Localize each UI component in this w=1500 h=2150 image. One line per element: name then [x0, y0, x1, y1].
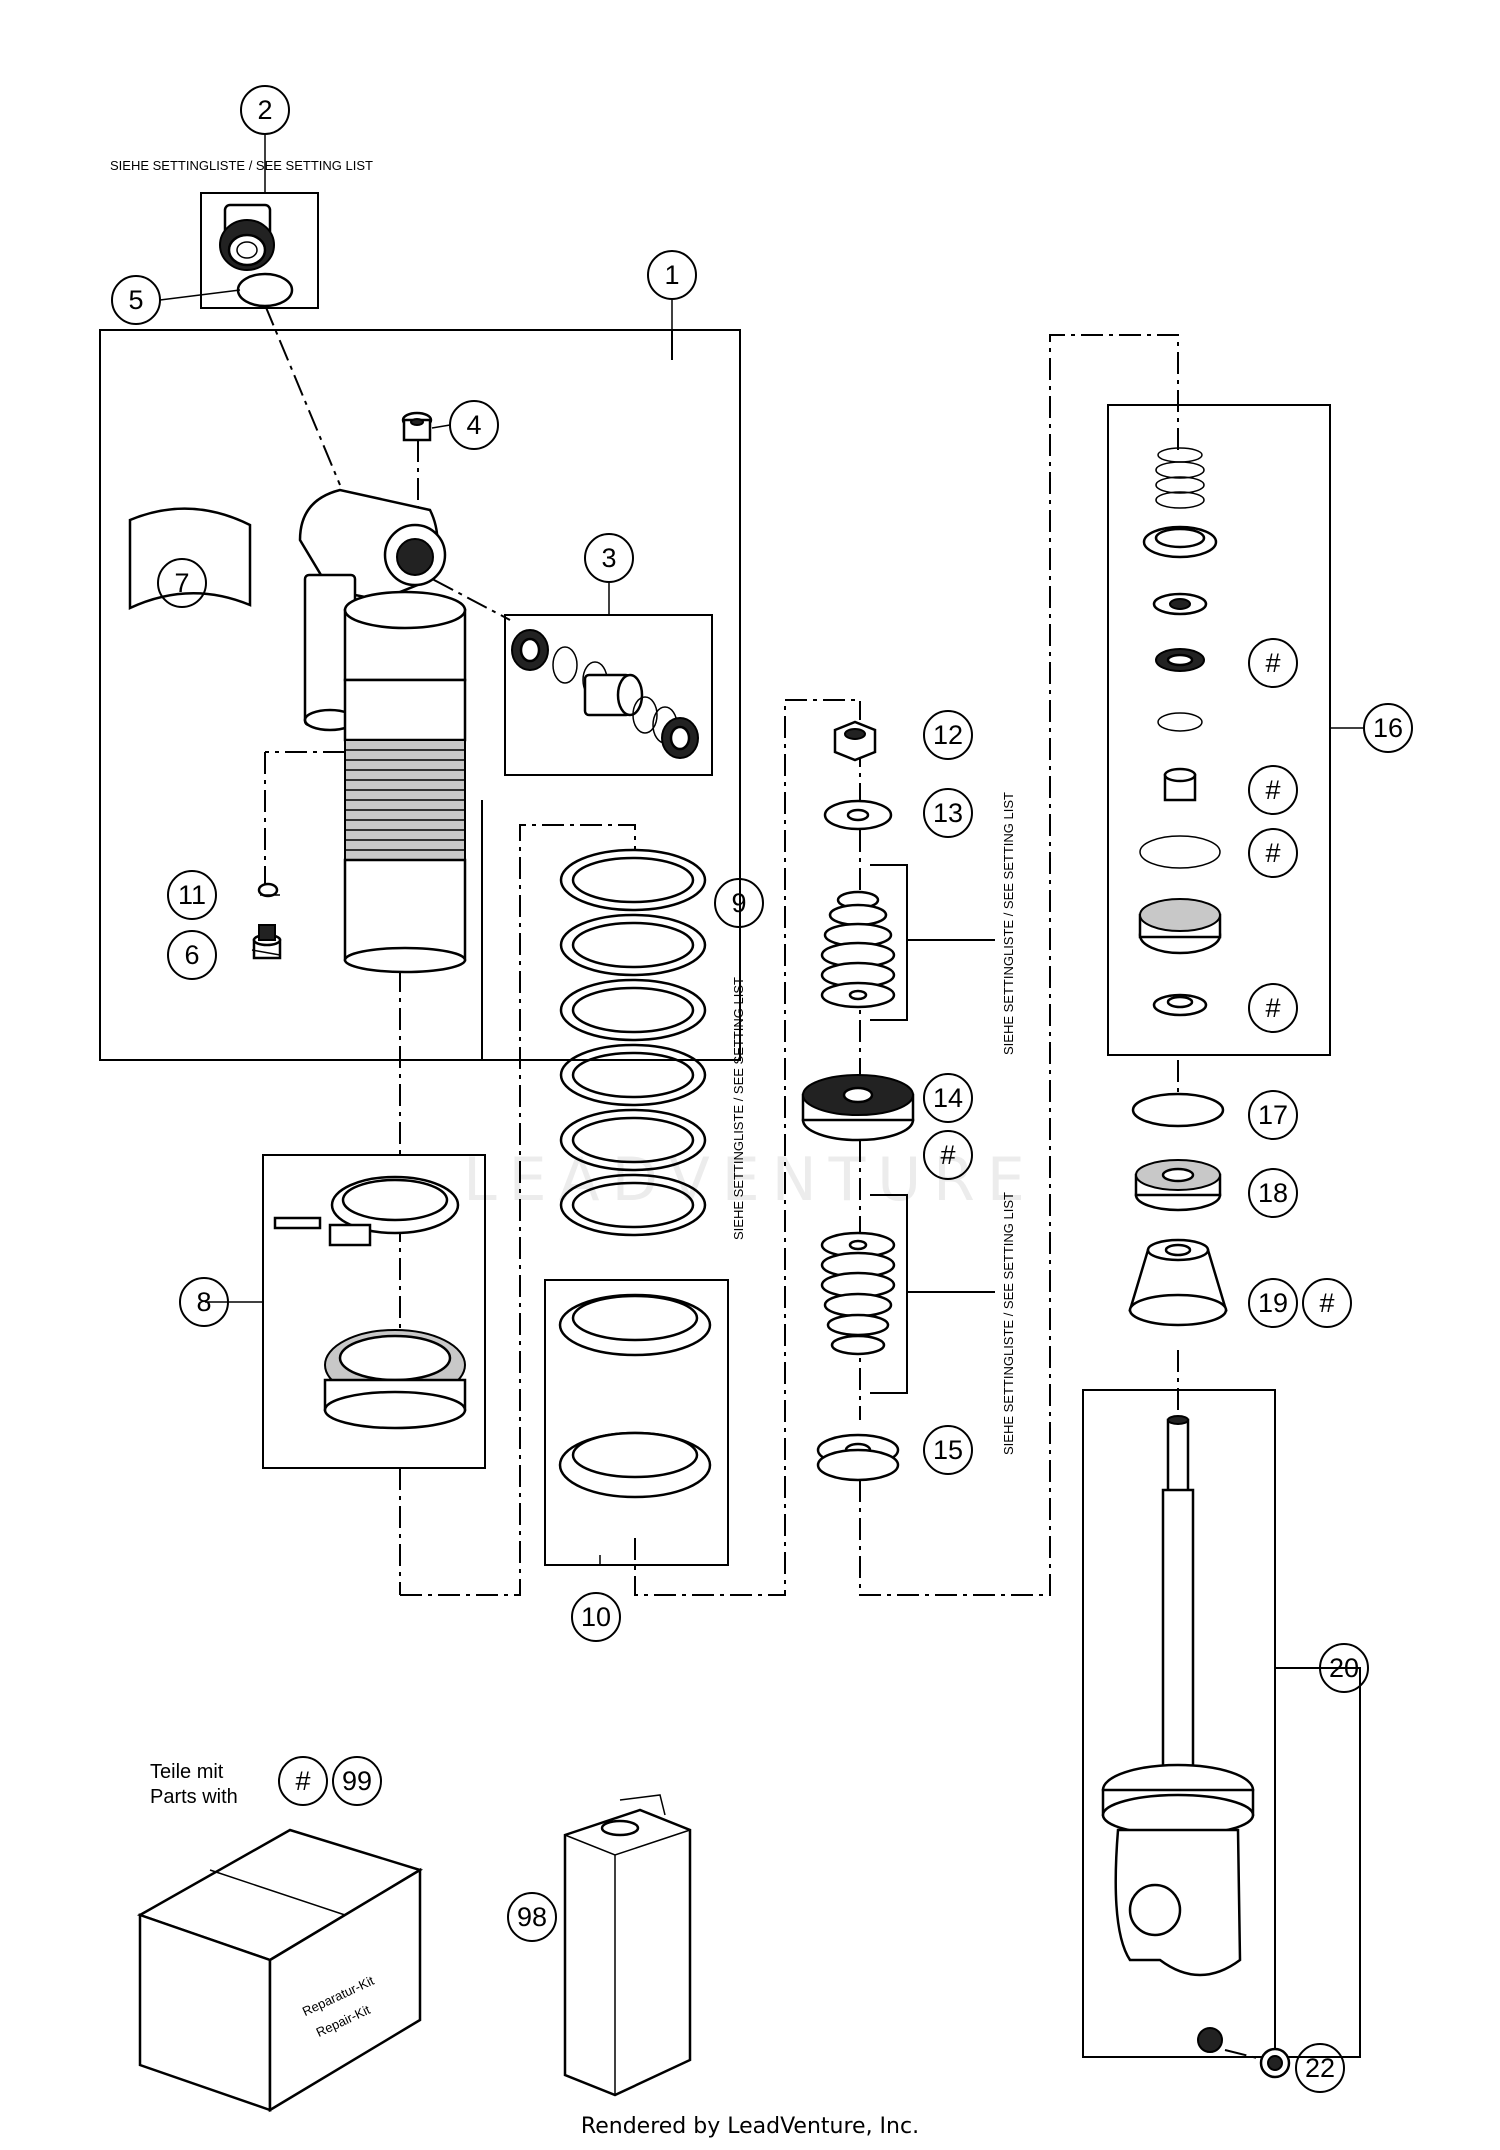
callout-12: 12 — [923, 710, 973, 760]
svg-text:#: # — [1265, 648, 1280, 678]
svg-text:1: 1 — [664, 260, 679, 290]
svg-text:8: 8 — [196, 1287, 211, 1317]
group-box-16 — [1107, 404, 1331, 1056]
part-5-o-ring — [236, 272, 294, 308]
callout-2: 2 — [240, 85, 290, 135]
part-7-sleeve — [128, 507, 252, 610]
part-4-bleed-screw — [401, 411, 433, 442]
svg-text:13: 13 — [933, 798, 963, 828]
svg-text:2: 2 — [257, 95, 272, 125]
part-15-washer — [816, 1433, 900, 1482]
callout-20: 20 — [1319, 1643, 1369, 1693]
svg-text:16: 16 — [1373, 713, 1403, 743]
callout-16-hash-b: # — [1248, 765, 1298, 815]
svg-text:98: 98 — [517, 1902, 547, 1932]
setting-note-shims-upper: SIEHE SETTINGLISTE / SEE SETTING LIST — [1001, 792, 1016, 1055]
svg-text:12: 12 — [933, 720, 963, 750]
callout-16-hash-c: # — [1248, 828, 1298, 878]
callout-kit-hash: # — [278, 1756, 328, 1806]
group-box-10 — [544, 1279, 729, 1566]
part-14-piston — [801, 1074, 915, 1142]
svg-text:18: 18 — [1258, 1178, 1288, 1208]
part-20-piston-rod — [1101, 1415, 1255, 1977]
callout-10: 10 — [571, 1592, 621, 1642]
part-11-washer — [257, 882, 279, 898]
setting-note-spring: SIEHE SETTINGLISTE / SEE SETTING LIST — [731, 977, 746, 1240]
svg-text:20: 20 — [1329, 1653, 1359, 1683]
callout-4: 4 — [449, 400, 499, 450]
callout-99: 99 — [332, 1756, 382, 1806]
part-1-shock-body — [298, 488, 467, 974]
part-22-bushing — [1197, 2027, 1291, 2079]
callout-16-hash-d: # — [1248, 983, 1298, 1033]
shim-stack-lower — [820, 1231, 896, 1356]
callout-3: 3 — [584, 533, 634, 583]
svg-text:#: # — [1265, 775, 1280, 805]
svg-text:15: 15 — [933, 1435, 963, 1465]
callout-17: 17 — [1248, 1090, 1298, 1140]
svg-text:3: 3 — [601, 543, 616, 573]
svg-text:99: 99 — [342, 1766, 372, 1796]
footer-credit: Rendered by LeadVenture, Inc. — [581, 2114, 919, 2139]
svg-text:#: # — [295, 1766, 310, 1796]
part-19-bump-stop — [1128, 1238, 1228, 1327]
callout-22: 22 — [1295, 2043, 1345, 2093]
part-17-circlip — [1131, 1092, 1225, 1128]
callout-7: 7 — [157, 558, 207, 608]
callout-16-hash-a: # — [1248, 638, 1298, 688]
part-16-valve-parts — [1138, 447, 1222, 1017]
part-2-adjuster — [219, 203, 275, 271]
part-3-bearing-set — [511, 629, 699, 759]
part-8-preload-ring — [273, 1175, 467, 1430]
callout-5: 5 — [111, 275, 161, 325]
svg-text:#: # — [1319, 1288, 1334, 1318]
part-18-seal-head — [1134, 1159, 1222, 1212]
svg-text:7: 7 — [174, 568, 189, 598]
svg-text:9: 9 — [731, 888, 746, 918]
callout-19: 19 — [1248, 1278, 1298, 1328]
shim-stack-upper — [820, 890, 896, 1009]
repair-kit-box: Reparatur-Kit Repair-Kit — [136, 1828, 424, 2113]
setting-note-shims-lower: SIEHE SETTINGLISTE / SEE SETTING LIST — [1001, 1192, 1016, 1455]
group-box-8 — [262, 1154, 486, 1469]
svg-text:22: 22 — [1305, 2053, 1335, 2083]
watermark: LEADVENTURE — [463, 1145, 1037, 1215]
group-box-2 — [200, 192, 319, 309]
callout-13: 13 — [923, 788, 973, 838]
svg-text:6: 6 — [184, 940, 199, 970]
callout-98: 98 — [507, 1892, 557, 1942]
setting-note-top: SIEHE SETTINGLISTE / SEE SETTING LIST — [110, 158, 373, 173]
part-12-nut — [833, 720, 877, 762]
svg-text:#: # — [1265, 993, 1280, 1023]
svg-text:5: 5 — [128, 285, 143, 315]
part-13-washer — [823, 799, 893, 831]
part-98-oil-can — [563, 1794, 692, 2097]
svg-text:4: 4 — [466, 410, 481, 440]
svg-text:19: 19 — [1258, 1288, 1288, 1318]
svg-text:11: 11 — [178, 880, 206, 910]
callout-15: 15 — [923, 1425, 973, 1475]
callout-6: 6 — [167, 930, 217, 980]
callout-leaders — [159, 135, 1365, 1669]
callout-19-hash: # — [1302, 1278, 1352, 1328]
svg-text:#: # — [1265, 838, 1280, 868]
part-9-spring — [559, 848, 707, 1237]
callout-8: 8 — [179, 1277, 229, 1327]
part-10-spring-retainers — [558, 1293, 712, 1499]
svg-text:17: 17 — [1258, 1100, 1288, 1130]
svg-text:#: # — [940, 1140, 955, 1170]
svg-text:14: 14 — [933, 1083, 963, 1113]
callout-14: 14 — [923, 1073, 973, 1123]
callout-9: 9 — [714, 878, 764, 928]
callout-18: 18 — [1248, 1168, 1298, 1218]
kit-legend-line2: Parts with — [150, 1786, 238, 1808]
kit-legend-line1: Teile mit — [150, 1761, 224, 1783]
callout-1: 1 — [647, 250, 697, 300]
callout-11: 11 — [167, 870, 217, 920]
callout-16: 16 — [1363, 703, 1413, 753]
callout-14-hash: # — [923, 1130, 973, 1180]
svg-text:10: 10 — [581, 1602, 611, 1632]
